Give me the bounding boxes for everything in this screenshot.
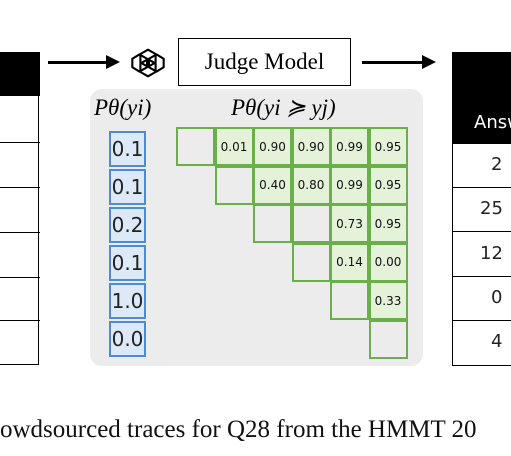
pairwise-prob-cell: 0.80 [291,165,331,205]
pointwise-prob-cell: 0.1 [109,169,146,205]
left-table-frame [0,52,39,365]
pairwise-label: Pθ(yi ≽ yj) [231,95,336,120]
pairwise-prob-cell: 0.99 [330,165,369,205]
pointwise-prob-cell: 1.0 [109,283,146,319]
right-table-cell: 2 [491,154,503,175]
pairwise-prob-cell: 0.33 [368,281,408,320]
left-table-row-line [0,277,40,278]
judge-model-box: Judge Model [178,38,351,86]
right-table-row-line [452,276,511,277]
right-table-cell: 25 [480,198,503,219]
pairwise-prob-cell: 0.90 [291,127,331,166]
pointwise-prob-cell: 0.1 [109,245,146,281]
right-arrow-shaft [362,61,424,64]
left-arrow-shaft [48,61,108,64]
pairwise-prob-cell [253,204,292,243]
pointwise-label: Pθ(yi) [94,95,152,120]
pairwise-prob-cell [291,242,331,282]
right-arrow-head-icon [422,55,436,69]
pairwise-prob-cell: 0.95 [368,204,408,243]
pointwise-prob-cell: 0.2 [109,207,146,243]
pairwise-prob-cell: 0.99 [330,127,369,166]
pairwise-prob-cell: 0.14 [330,242,369,282]
pairwise-prob-cell [214,165,254,205]
right-table-row-line [452,320,511,321]
left-table-row-line [0,142,40,143]
pairwise-prob-cell: 0.40 [253,165,292,205]
left-table-header [0,52,40,96]
right-table-row-line [452,231,511,232]
pointwise-prob-cell: 0.0 [109,321,146,357]
pointwise-prob-cell: 0.1 [109,131,146,167]
pairwise-prob-cell [368,319,408,359]
left-table-row-line [0,320,40,321]
pairwise-prob-cell [291,204,331,243]
right-table-row-line [452,187,511,188]
left-arrow-head-icon [106,55,120,69]
left-table-row-line [0,232,40,233]
figure-caption: owdsourced traces for Q28 from the HMMT … [0,416,477,443]
pairwise-prob-cell: 0.95 [368,165,408,205]
pairwise-prob-cell: 0.00 [368,242,408,282]
right-table-header-label: Answ [474,112,511,133]
left-table-row-line [0,187,40,188]
right-table-cell: 0 [491,287,503,308]
openai-logo-icon [131,48,165,78]
pairwise-prob-cell: 0.73 [330,204,369,243]
right-table-cell: 4 [491,331,503,352]
pairwise-prob-cell: 0.01 [214,127,254,166]
pairwise-prob-cell [330,281,369,320]
judge-model-label: Judge Model [204,49,325,74]
pairwise-prob-cell: 0.90 [253,127,292,166]
right-table-cell: 12 [480,243,503,264]
right-table-header [452,52,511,144]
pairwise-prob-cell: 0.95 [368,127,408,166]
pairwise-prob-cell [176,127,215,166]
